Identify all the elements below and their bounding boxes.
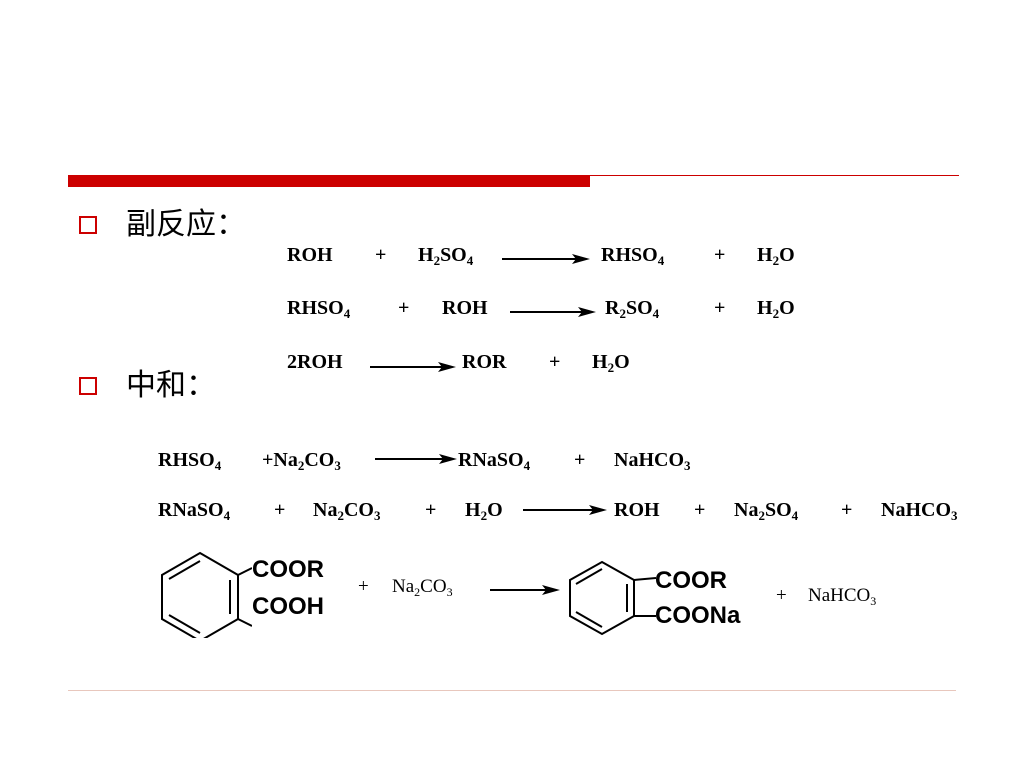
reaction-arrow: [510, 307, 596, 317]
side-eq2-reactant1: RHSO4: [287, 297, 351, 321]
reaction-arrow: [370, 362, 456, 372]
neut-eq3-reactant2: Na2CO3: [392, 576, 453, 599]
neut-eq2-product1: ROH: [614, 499, 660, 521]
neut-eq3-plus1: +: [358, 576, 369, 597]
neut-eq1-product2: NaHCO3: [614, 449, 691, 473]
substituent-coor-product: COOR: [655, 567, 727, 594]
title-accent-line: [590, 175, 959, 176]
side-eq1-product1: RHSO4: [601, 244, 665, 268]
neut-eq3-plus2: +: [776, 585, 787, 606]
neut-eq2-product3: NaHCO3: [881, 499, 958, 523]
benzene-ring-product: [569, 560, 656, 636]
side-eq1-reactant2: H2SO4: [418, 244, 474, 268]
substituent-cooh: COOH: [252, 593, 324, 620]
bullet-square-icon: [79, 377, 97, 395]
side-eq1-plus1: +: [375, 244, 387, 266]
footer-divider: [68, 690, 956, 691]
side-eq3-product2: H2O: [592, 351, 630, 375]
title-accent-bar: [68, 175, 590, 187]
neut-eq2-plus4: +: [841, 499, 853, 521]
side-eq2-product1: R2SO4: [605, 297, 660, 321]
neutralization-heading: 中和：: [126, 368, 216, 403]
neut-eq2-reactant1: RNaSO4: [158, 499, 231, 523]
side-eq3-plus: +: [549, 351, 561, 373]
substituent-coor: COOR: [252, 556, 324, 583]
neut-eq2-reactant3: H2O: [465, 499, 503, 523]
side-reactions-heading: 副反应：: [126, 207, 246, 242]
neut-eq2-product2: Na2SO4: [734, 499, 799, 523]
reaction-arrow: [490, 585, 560, 595]
side-eq2-reactant2: ROH: [442, 297, 488, 319]
neut-eq2-plus3: +: [694, 499, 706, 521]
neut-eq1-plus: +: [574, 449, 586, 471]
neut-eq1-product1: RNaSO4: [458, 449, 531, 473]
bullet-square-icon: [79, 216, 97, 234]
side-eq3-product1: ROR: [462, 351, 507, 373]
side-eq2-product2: H2O: [757, 297, 795, 321]
side-eq1-plus2: +: [714, 244, 726, 266]
neut-eq1-reactant2: +Na2CO3: [262, 449, 341, 473]
reaction-arrow: [523, 505, 607, 515]
neut-eq2-reactant2: Na2CO3: [313, 499, 381, 523]
side-eq1-reactant1: ROH: [287, 244, 333, 266]
reaction-arrow: [375, 454, 457, 464]
side-eq2-plus2: +: [714, 297, 726, 319]
side-eq1-product2: H2O: [757, 244, 795, 268]
benzene-ring-reactant: [161, 551, 252, 638]
side-eq2-plus1: +: [398, 297, 410, 319]
reaction-arrow: [502, 254, 590, 264]
neut-eq2-plus2: +: [425, 499, 437, 521]
side-eq3-reactant: 2ROH: [287, 351, 343, 373]
neut-eq3-product2: NaHCO3: [808, 585, 877, 608]
neut-eq1-reactant1: RHSO4: [158, 449, 222, 473]
substituent-coona: COONa: [655, 602, 741, 629]
neut-eq2-plus1: +: [274, 499, 286, 521]
